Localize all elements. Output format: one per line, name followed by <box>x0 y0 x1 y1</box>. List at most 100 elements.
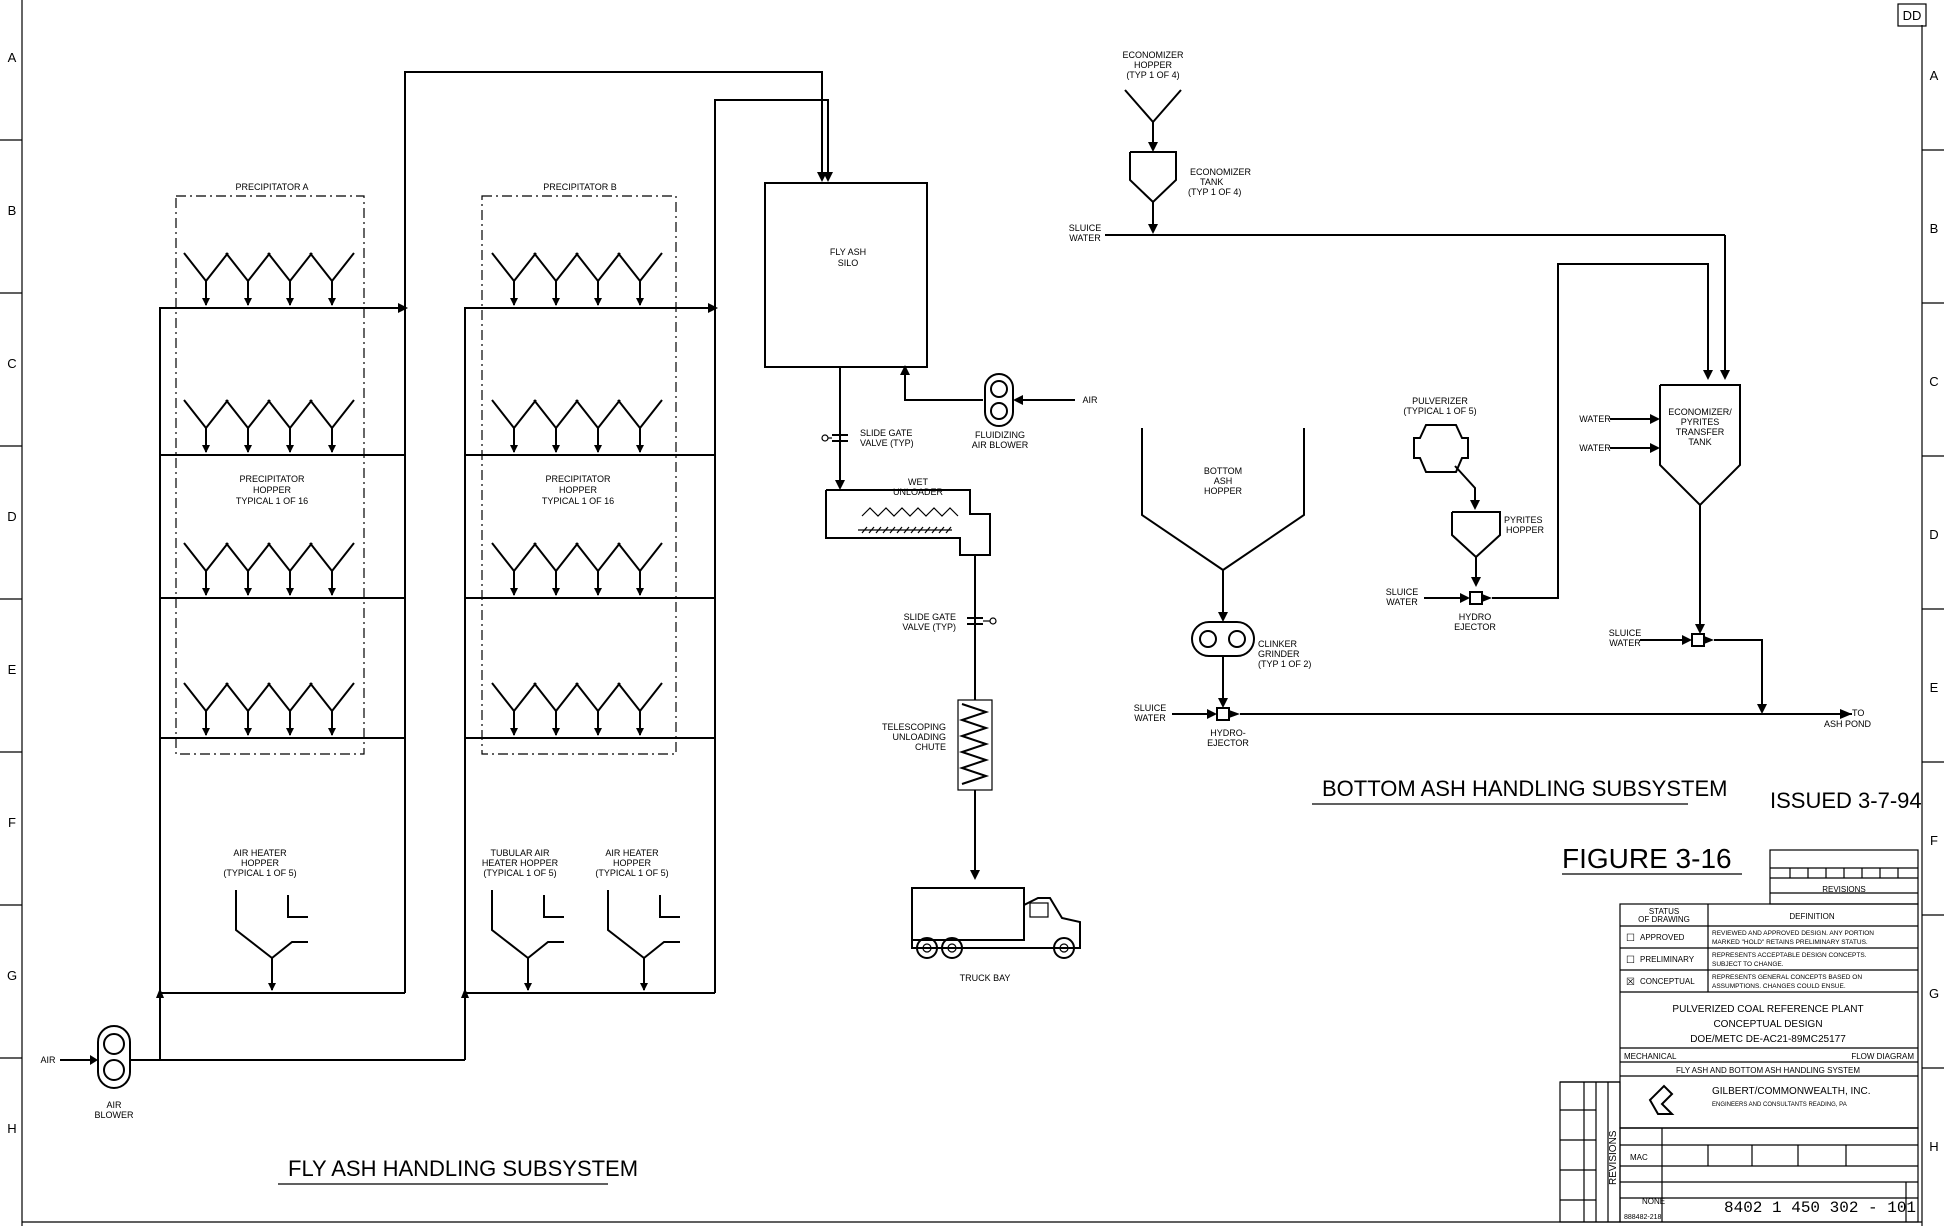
svg-text:MECHANICAL: MECHANICAL <box>1624 1052 1677 1061</box>
status-row-conceptual: ☒ CONCEPTUAL REPRESENTS GENERAL CONCEPTS B… <box>1626 974 1862 990</box>
precipitator-hopper <box>183 252 229 283</box>
svg-text:BLOWER: BLOWER <box>94 1110 134 1120</box>
issued-date: ISSUED 3-7-94 <box>1770 788 1922 813</box>
grid-row-left-A: A <box>8 50 17 65</box>
precipitator-hopper <box>491 252 537 283</box>
svg-text:SLUICE: SLUICE <box>1386 587 1419 597</box>
precipitator-hopper-rows <box>183 252 663 736</box>
precipitator-hopper <box>575 252 621 283</box>
sheet-code-box: DD <box>1897 3 1927 27</box>
precipitator-hopper <box>225 252 271 283</box>
grid-row-right-A: A <box>1930 68 1939 83</box>
silo-outlet-line: SLIDE GATE VALVE (TYP) <box>821 367 914 490</box>
grid-row-left-B: B <box>8 203 17 218</box>
pulverizer: PULVERIZER (TYPICAL 1 OF 5) <box>1403 396 1480 510</box>
precipitator-hopper <box>309 542 355 573</box>
svg-text:HYDRO: HYDRO <box>1459 612 1492 622</box>
status-name: PRELIMINARY <box>1640 955 1695 964</box>
svg-text:TYPICAL 1 OF 16: TYPICAL 1 OF 16 <box>542 496 614 506</box>
header-arrows <box>398 172 833 313</box>
precipitator-hopper <box>617 252 663 283</box>
precipitator-hopper <box>267 399 313 430</box>
status-definition-line-1: REVIEWED AND APPROVED DESIGN. ANY PORTIO… <box>1712 930 1874 937</box>
status-definition-line-2: MARKED "HOLD" RETAINS PRELIMINARY STATUS… <box>1712 939 1868 946</box>
svg-text:AIR: AIR <box>1082 395 1098 405</box>
svg-text:GILBERT/COMMONWEALTH, INC.: GILBERT/COMMONWEALTH, INC. <box>1712 1086 1871 1097</box>
svg-text:HOPPER: HOPPER <box>1204 486 1243 496</box>
svg-text:UNLOADER: UNLOADER <box>893 487 944 497</box>
precipitator-hopper <box>225 542 271 573</box>
svg-text:TANK: TANK <box>1688 437 1711 447</box>
air-heater-hoppers <box>235 890 680 991</box>
svg-text:WATER: WATER <box>1069 233 1101 243</box>
grid-row-right-E: E <box>1930 680 1939 695</box>
svg-text:HYDRO-: HYDRO- <box>1210 728 1246 738</box>
svg-text:(TYPICAL 1 OF 5): (TYPICAL 1 OF 5) <box>483 868 556 878</box>
svg-text:8402 1 450 302 - 101: 8402 1 450 302 - 101 <box>1724 1199 1916 1217</box>
svg-text:TRANSFER: TRANSFER <box>1676 427 1725 437</box>
status-name: CONCEPTUAL <box>1640 977 1695 986</box>
svg-text:MAC: MAC <box>1630 1153 1648 1162</box>
svg-text:WATER: WATER <box>1579 414 1611 424</box>
svg-text:WATER: WATER <box>1386 597 1418 607</box>
svg-text:WATER: WATER <box>1609 638 1641 648</box>
hopper-row-a-2 <box>183 399 355 453</box>
grid-row-left-H: H <box>7 1121 16 1136</box>
tubular-air-heater-label: TUBULAR AIR HEATER HOPPER (TYPICAL 1 OF … <box>482 848 559 878</box>
pyrites-hopper: PYRITES HOPPER <box>1451 511 1545 587</box>
svg-text:ASH POND: ASH POND <box>1824 719 1872 729</box>
svg-text:PRECIPITATOR: PRECIPITATOR <box>239 474 305 484</box>
svg-text:WATER: WATER <box>1579 443 1611 453</box>
grid-row-left-D: D <box>7 509 16 524</box>
precipitator-hopper <box>575 542 621 573</box>
svg-text:SLUICE: SLUICE <box>1609 628 1642 638</box>
svg-text:NONE: NONE <box>1642 1197 1665 1206</box>
svg-text:(TYP 1 OF 2): (TYP 1 OF 2) <box>1258 659 1311 669</box>
revisions-table: REVISIONS <box>1769 849 1919 905</box>
svg-text:PULVERIZER: PULVERIZER <box>1412 396 1468 406</box>
status-row-preliminary: ☐ PRELIMINARY REPRESENTS ACCEPTABLE DESIGN… <box>1626 952 1867 968</box>
signature-block: REVISIONS MAC NONE 888482-218 8402 1 450… <box>1559 1081 1919 1223</box>
svg-text:ASH: ASH <box>1214 476 1233 486</box>
svg-text:TYPICAL 1 OF 16: TYPICAL 1 OF 16 <box>236 496 308 506</box>
hopper-row-a-4 <box>183 682 355 736</box>
svg-text:DD: DD <box>1903 8 1922 23</box>
grid-row-left-E: E <box>8 662 17 677</box>
svg-text:(TYPICAL 1 OF 5): (TYPICAL 1 OF 5) <box>595 868 668 878</box>
bottom-ash-hopper: BOTTOM ASH HOPPER <box>1141 428 1305 622</box>
clinker-grinder: CLINKER GRINDER (TYP 1 OF 2) <box>1191 621 1311 708</box>
svg-text:(TYP 1 OF 4): (TYP 1 OF 4) <box>1126 70 1179 80</box>
hopper-row-b-4 <box>491 682 663 736</box>
svg-text:SLUICE: SLUICE <box>1134 703 1167 713</box>
precipitator-hopper <box>617 682 663 713</box>
svg-text:PRECIPITATOR B: PRECIPITATOR B <box>543 182 617 192</box>
status-checkbox: ☒ <box>1626 977 1635 988</box>
svg-text:AIR: AIR <box>106 1100 122 1110</box>
precipitator-hopper <box>617 399 663 430</box>
unloader-outlet-line: SLIDE GATE VALVE (TYP) <box>902 555 997 700</box>
svg-text:HOPPER: HOPPER <box>559 485 598 495</box>
precipitator-a-box: PRECIPITATOR A <box>175 182 365 755</box>
svg-text:VALVE (TYP): VALVE (TYP) <box>860 438 914 448</box>
svg-text:PRECIPITATOR A: PRECIPITATOR A <box>235 182 308 192</box>
svg-text:PRECIPITATOR: PRECIPITATOR <box>545 474 611 484</box>
status-definition-line-2: ASSUMPTIONS. CHANGES COULD ENSUE. <box>1712 983 1846 990</box>
svg-text:SILO: SILO <box>838 258 859 268</box>
svg-text:BOTTOM: BOTTOM <box>1204 466 1242 476</box>
svg-text:AIR: AIR <box>40 1055 56 1065</box>
status-definition-line-1: REPRESENTS GENERAL CONCEPTS BASED ON <box>1712 974 1862 981</box>
svg-text:DEFINITION: DEFINITION <box>1789 912 1835 921</box>
status-checkbox: ☐ <box>1626 955 1635 966</box>
hopper-row-b-3 <box>491 542 663 596</box>
svg-text:DOE/METC DE-AC21-89MC25177: DOE/METC DE-AC21-89MC25177 <box>1690 1034 1846 1045</box>
svg-text:CLINKER: CLINKER <box>1258 639 1298 649</box>
bottom-ash-title: BOTTOM ASH HANDLING SUBSYSTEM <box>1312 776 1727 805</box>
hydro-ejector-lower: SLUICE WATER HYDRO- EJECTOR TO ASH POND <box>1134 703 1872 748</box>
precipitator-hopper <box>267 682 313 713</box>
status-definition-line-1: REPRESENTS ACCEPTABLE DESIGN CONCEPTS. <box>1712 952 1867 959</box>
svg-text:ECONOMIZER: ECONOMIZER <box>1190 167 1252 177</box>
precipitator-hopper <box>533 252 579 283</box>
svg-text:SLIDE GATE: SLIDE GATE <box>904 612 956 622</box>
